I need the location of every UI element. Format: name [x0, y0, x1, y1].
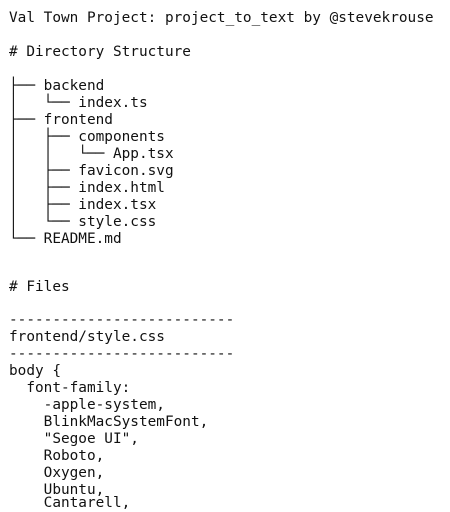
tree-line: ├── backend [9, 78, 105, 94]
code-line: Ubuntu, [9, 482, 105, 498]
tree-line: │ ├── components [9, 129, 165, 145]
tree-line: │ └── style.css [9, 214, 157, 230]
tree-line: │ ├── index.tsx [9, 197, 157, 213]
code-line: Roboto, [9, 448, 105, 464]
code-line: "Segoe UI", [9, 431, 139, 447]
code-line: -apple-system, [9, 397, 165, 413]
code-line: Cantarell, [9, 495, 131, 511]
file-path-line: frontend/style.css [9, 329, 165, 345]
separator-line: -------------------------- [9, 346, 235, 362]
code-line: font-family: [9, 380, 131, 396]
tree-line: │ ├── favicon.svg [9, 163, 174, 179]
separator-line: -------------------------- [9, 312, 235, 328]
code-line: Oxygen, [9, 465, 105, 481]
tree-line: ├── frontend [9, 112, 113, 128]
files-heading: # Files [9, 279, 70, 295]
tree-line: └── README.md [9, 231, 122, 247]
code-line: body { [9, 363, 61, 379]
tree-line: │ ├── index.html [9, 180, 165, 196]
tree-line: │ └── index.ts [9, 95, 148, 111]
tree-line: │ │ └── App.tsx [9, 146, 174, 162]
project-header-line: Val Town Project: project_to_text by @st… [9, 10, 434, 26]
directory-structure-heading: # Directory Structure [9, 44, 191, 60]
code-line: BlinkMacSystemFont, [9, 414, 209, 430]
